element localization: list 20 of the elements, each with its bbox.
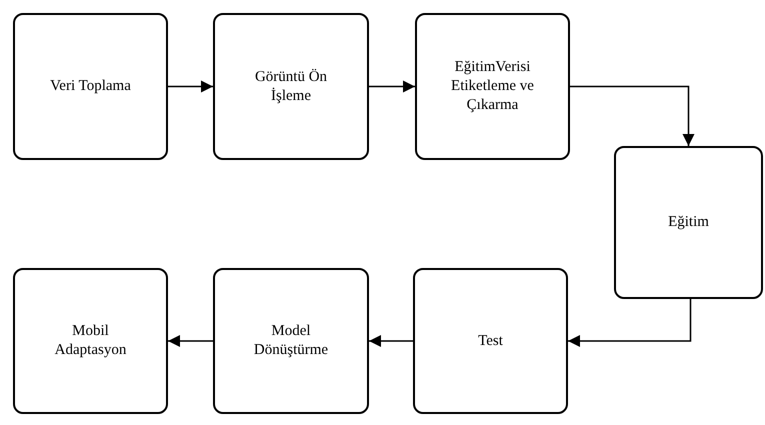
arrow [369, 335, 413, 347]
box-label: Görüntü Ön İşleme [254, 68, 328, 106]
arrow [570, 86, 694, 146]
process-box [13, 268, 168, 414]
box-label: Veri Toplama [50, 77, 131, 96]
process-box [213, 13, 369, 160]
arrow [568, 299, 692, 347]
arrow [369, 80, 415, 92]
process-box [415, 13, 570, 160]
arrow [168, 335, 213, 347]
box-label: EğitimVerisi Etiketleme ve Çıkarma [450, 58, 535, 115]
process-box [614, 146, 763, 299]
process-box [213, 268, 369, 414]
process-box [13, 13, 168, 160]
process-box [413, 268, 568, 414]
box-label: Test [478, 332, 503, 350]
box-label: Mobil Adaptasyon [54, 322, 128, 360]
arrow [168, 80, 213, 92]
box-label: Model Dönüştürme [252, 322, 330, 360]
box-label: Eğitim [668, 213, 709, 232]
